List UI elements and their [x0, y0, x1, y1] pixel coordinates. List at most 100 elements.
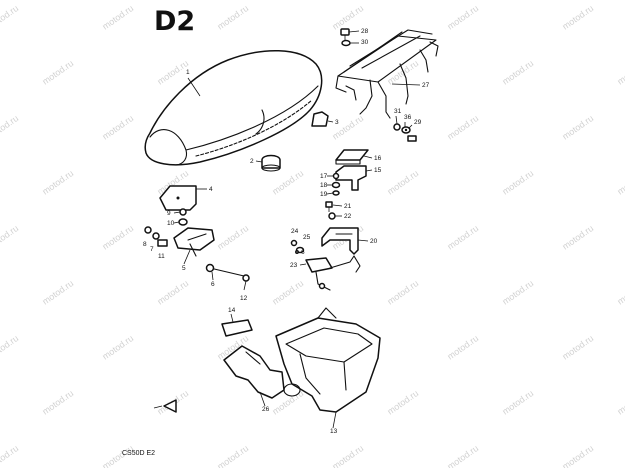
- watermark-text: motod.ru: [385, 278, 420, 307]
- part-bolt-21[interactable]: [325, 201, 333, 212]
- watermark-text: motod.ru: [215, 3, 250, 32]
- part-cover-26[interactable]: [223, 345, 285, 399]
- part-carrier-rack[interactable]: [335, 29, 439, 119]
- part-washer-10[interactable]: [178, 218, 188, 226]
- watermark-text: motod.ru: [615, 168, 625, 197]
- watermark-text: motod.ru: [560, 223, 595, 252]
- leader-line-c29: [408, 124, 413, 129]
- watermark-text: motod.ru: [445, 223, 480, 252]
- callout-c25: 25: [303, 234, 311, 241]
- callout-c24: 24: [291, 228, 299, 235]
- part-fastener-18[interactable]: [331, 181, 341, 189]
- callout-c14: 14: [228, 307, 236, 314]
- callout-c36: 36: [404, 114, 412, 121]
- watermark-text: motod.ru: [40, 58, 75, 87]
- part-box-13[interactable]: [275, 307, 381, 413]
- part-washer-29[interactable]: [401, 126, 411, 134]
- part-clip-36[interactable]: [407, 135, 417, 142]
- watermark-text: motod.ru: [100, 333, 135, 362]
- part-nut-9[interactable]: [179, 208, 187, 216]
- part-grommet-2[interactable]: [261, 154, 281, 172]
- part-plate-4[interactable]: [159, 185, 197, 211]
- callout-c10: 10: [167, 220, 175, 227]
- callout-c6b: 6: [301, 249, 305, 256]
- model-code: CS50D E2: [122, 450, 155, 457]
- watermark-text: motod.ru: [500, 278, 535, 307]
- leader-lines: [173, 30, 421, 429]
- watermark-text: motod.ru: [215, 443, 250, 468]
- watermark-text: motod.ru: [40, 168, 75, 197]
- leader-line-c31: [395, 115, 398, 125]
- part-washer-22[interactable]: [328, 212, 336, 220]
- callout-c16: 16: [374, 155, 382, 162]
- watermark-text: motod.ru: [445, 333, 480, 362]
- diagram-code: D2: [154, 6, 195, 37]
- watermark-text: motod.ru: [445, 3, 480, 32]
- part-hinge-5[interactable]: [173, 227, 215, 257]
- callout-c1: 1: [186, 69, 190, 76]
- watermark-text: motod.ru: [40, 388, 75, 417]
- part-pin-11[interactable]: [157, 239, 168, 247]
- watermark-text: motod.ru: [0, 443, 20, 468]
- part-bracket-15[interactable]: [335, 165, 367, 191]
- leader-line-c9: [173, 211, 181, 214]
- leader-line-c26: [259, 391, 266, 407]
- watermark-text: motod.ru: [500, 58, 535, 87]
- part-hinge-20[interactable]: [321, 227, 359, 255]
- watermark-text: motod.ru: [560, 443, 595, 468]
- part-bolt-8[interactable]: [144, 226, 152, 234]
- leader-line-c19: [326, 192, 334, 195]
- callout-c9: 9: [167, 210, 171, 217]
- part-cap-3[interactable]: [311, 111, 329, 127]
- callout-c4: 4: [209, 186, 213, 193]
- callout-c3: 3: [335, 119, 339, 126]
- leader-line-c6: [211, 271, 214, 281]
- watermark-text: motod.ru: [330, 443, 365, 468]
- callout-c18: 18: [320, 182, 328, 189]
- leader-line-c20: [357, 239, 369, 242]
- watermark-text: motod.ru: [615, 278, 625, 307]
- callout-c21: 21: [344, 203, 352, 210]
- callout-c26: 26: [262, 406, 270, 413]
- leader-line-c21: [332, 204, 343, 207]
- watermark-text: motod.ru: [40, 278, 75, 307]
- callout-c8: 8: [143, 241, 147, 248]
- leader-line-c14: [230, 313, 234, 323]
- watermark-text: motod.ru: [0, 3, 20, 32]
- part-bolt-28[interactable]: [340, 28, 350, 40]
- callout-c23: 23: [290, 262, 298, 269]
- part-nut-31[interactable]: [393, 123, 401, 131]
- watermark-text: motod.ru: [500, 388, 535, 417]
- part-bolt-6[interactable]: [205, 263, 245, 277]
- watermark-text: motod.ru: [445, 443, 480, 468]
- leader-line-c27: [391, 83, 421, 86]
- part-seat[interactable]: [144, 50, 323, 166]
- watermark-text: motod.ru: [100, 223, 135, 252]
- watermark-text: motod.ru: [445, 113, 480, 142]
- callout-c29: 29: [414, 119, 422, 126]
- part-nut-12[interactable]: [242, 274, 250, 291]
- callout-c12: 12: [240, 295, 248, 302]
- leader-line-c1: [187, 77, 201, 97]
- leader-line-c28: [348, 30, 360, 33]
- callout-c17: 17: [320, 173, 328, 180]
- watermark-text: motod.ru: [500, 168, 535, 197]
- part-screw-24[interactable]: [290, 239, 298, 247]
- part-washer-30[interactable]: [341, 39, 351, 47]
- part-bracket-16[interactable]: [335, 149, 369, 165]
- watermark-text: motod.ru: [270, 278, 305, 307]
- part-screw-6b[interactable]: [295, 250, 299, 254]
- watermark-text: motod.ru: [560, 113, 595, 142]
- watermark-text: motod.ru: [330, 113, 365, 142]
- leader-line-c23: [299, 263, 307, 266]
- part-fastener-17[interactable]: [332, 172, 340, 180]
- callout-labels: 1234566789101112131415161718192021222324…: [143, 28, 430, 435]
- part-lock-23[interactable]: [305, 255, 361, 291]
- callout-c28: 28: [361, 28, 369, 35]
- watermark-text: motod.ru: [385, 168, 420, 197]
- callout-c15: 15: [374, 167, 382, 174]
- callout-c6: 6: [211, 281, 215, 288]
- part-pad-14[interactable]: [221, 319, 253, 337]
- part-fastener-19[interactable]: [332, 190, 340, 196]
- part-washer-7[interactable]: [152, 232, 160, 240]
